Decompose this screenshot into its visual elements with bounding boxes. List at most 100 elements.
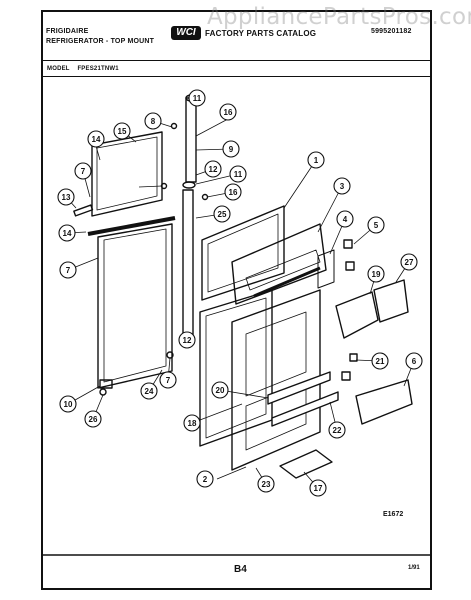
- callout-18: 18: [183, 414, 201, 432]
- callout-circle: [113, 122, 131, 140]
- callout-circle: [400, 253, 418, 271]
- callout-circle: [87, 130, 105, 148]
- hinge-bracket-10: [99, 379, 113, 389]
- callout-circle: [211, 381, 229, 399]
- freezer-door-panel-inner: [96, 136, 158, 211]
- callout-label: 23: [262, 480, 271, 489]
- stud-5a: [343, 239, 353, 249]
- callout-label: 27: [405, 258, 414, 267]
- callout-7: 7: [159, 371, 177, 389]
- callout-6: 6: [405, 352, 423, 370]
- callout-label: 4: [343, 215, 348, 224]
- callout-label: 18: [188, 419, 197, 428]
- callout-label: 10: [64, 400, 73, 409]
- liner-upper-recess: [245, 311, 307, 397]
- drawing-code: E1672: [383, 511, 404, 518]
- fresh-food-gasket-inner: [205, 297, 267, 439]
- freezer-liner-rack: [253, 266, 321, 298]
- callout-21: 21: [371, 352, 389, 370]
- fresh-food-door-inner: [103, 228, 167, 383]
- callout-label: 14: [92, 135, 101, 144]
- freezer-door-panel: [91, 131, 163, 217]
- callout-26: 26: [84, 410, 102, 428]
- catalog-title: FACTORY PARTS CATALOG: [205, 29, 317, 38]
- callout-circle: [196, 470, 214, 488]
- callout-7: 7: [59, 261, 77, 279]
- freezer-door-bottom-trim: [87, 216, 176, 236]
- callout-10: 10: [59, 395, 77, 413]
- callout-label: 17: [314, 484, 323, 493]
- callout-label: 19: [372, 270, 381, 279]
- callout-circle: [333, 177, 351, 195]
- callout-16: 16: [219, 103, 237, 121]
- callout-27: 27: [400, 253, 418, 271]
- model-number: FPES21TNW1: [77, 66, 119, 72]
- callout-circle: [59, 395, 77, 413]
- header-rule: [42, 60, 431, 61]
- callout-label: 13: [62, 193, 71, 202]
- callout-circle: [74, 162, 92, 180]
- egg-bin-19: [335, 291, 379, 339]
- callout-label: 8: [151, 117, 156, 126]
- wci-logo: WCI: [171, 26, 201, 40]
- callout-14: 14: [87, 130, 105, 148]
- callout-2: 2: [196, 470, 214, 488]
- hinge-post-upper: [185, 97, 197, 183]
- model-label: MODEL: [47, 66, 70, 72]
- callout-label: 22: [333, 426, 342, 435]
- callout-label: 7: [66, 266, 71, 275]
- screw-26: [99, 388, 107, 396]
- egg-bin-27: [373, 279, 409, 323]
- callout-circle: [84, 410, 102, 428]
- model-rule: [42, 76, 431, 77]
- callout-circle: [224, 183, 242, 201]
- callout-3: 3: [333, 177, 351, 195]
- callout-label: 11: [193, 94, 202, 103]
- model-caption: MODEL FPES21TNW1: [47, 66, 119, 72]
- callout-label: 11: [234, 170, 243, 179]
- callout-label: 16: [229, 188, 238, 197]
- callout-24: 24: [140, 382, 158, 400]
- callout-circle: [58, 224, 76, 242]
- hinge-post-lower: [182, 189, 194, 341]
- callout-12: 12: [204, 160, 222, 178]
- callout-11: 11: [229, 165, 247, 183]
- callout-circle: [336, 210, 354, 228]
- callout-circle: [204, 160, 222, 178]
- callout-circle: [183, 414, 201, 432]
- callout-circle: [405, 352, 423, 370]
- dairy-bin-6: [355, 379, 413, 425]
- screw-16: [201, 193, 209, 201]
- shelf-rail-4: [317, 249, 335, 289]
- freezer-gasket-inner: [207, 213, 279, 293]
- callout-circle: [188, 89, 206, 107]
- callout-label: 7: [81, 167, 86, 176]
- callout-circle: [367, 216, 385, 234]
- callout-circle: [178, 331, 196, 349]
- callout-8: 8: [144, 112, 162, 130]
- callout-1: 1: [307, 151, 325, 169]
- callout-16: 16: [224, 183, 242, 201]
- callout-22: 22: [328, 421, 346, 439]
- callout-5: 5: [367, 216, 385, 234]
- callout-14: 14: [58, 224, 76, 242]
- callout-circle: [159, 371, 177, 389]
- callout-25: 25: [213, 205, 231, 223]
- callout-circle: [59, 261, 77, 279]
- stud-21b: [341, 371, 351, 381]
- callout-circle: [257, 475, 275, 493]
- callout-label: 26: [89, 415, 98, 424]
- callout-20: 20: [211, 381, 229, 399]
- callout-label: 2: [203, 475, 208, 484]
- callout-circle: [328, 421, 346, 439]
- stud-5b: [345, 261, 355, 271]
- callout-label: 5: [374, 221, 379, 230]
- callout-19: 19: [367, 265, 385, 283]
- product-label: REFRIGERATOR - TOP MOUNT: [46, 38, 155, 45]
- ice-tray-17: [279, 449, 333, 479]
- callout-circle: [309, 479, 327, 497]
- freezer-gasket: [201, 205, 285, 301]
- callout-circle: [307, 151, 325, 169]
- callout-circle: [222, 140, 240, 158]
- fresh-food-door-liner: [231, 289, 321, 471]
